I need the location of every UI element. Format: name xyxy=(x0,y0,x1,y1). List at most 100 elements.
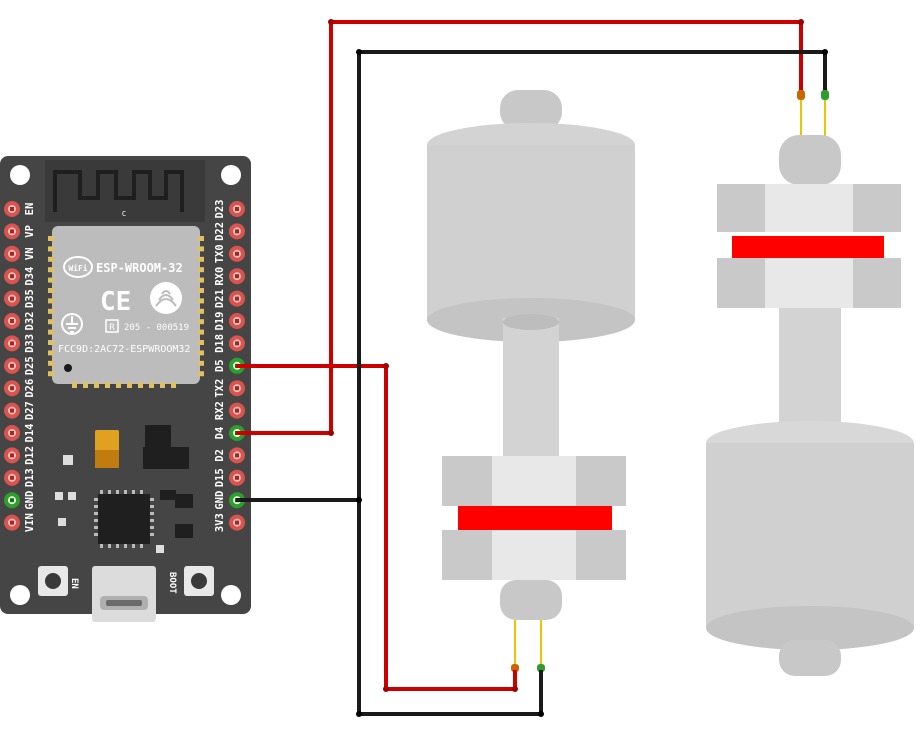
pin-right-1[interactable] xyxy=(229,223,245,240)
pin-label-left-d32: D32 xyxy=(24,312,36,331)
sensor-1-bottom-cap xyxy=(500,580,562,620)
pin-left-7[interactable] xyxy=(4,357,20,374)
pin-label-right-d18: D18 xyxy=(214,334,226,353)
module-pad xyxy=(198,288,204,293)
pin-left-11[interactable] xyxy=(4,447,20,464)
pin-right-5[interactable] xyxy=(229,313,245,329)
module-pad xyxy=(48,329,54,335)
pin-right-11[interactable] xyxy=(229,447,245,464)
sensor-2-float-bottom xyxy=(706,606,914,650)
module-pad xyxy=(48,277,54,283)
pin-left-13[interactable] xyxy=(4,492,20,509)
sensor-1-stem xyxy=(503,318,559,458)
pin-left-10[interactable] xyxy=(4,425,20,441)
pin-label-left-vn: VN xyxy=(24,247,36,260)
pin-left-9[interactable] xyxy=(4,402,20,419)
module-pad xyxy=(48,288,54,293)
wires xyxy=(236,19,829,717)
bluetooth-wifi-symbol xyxy=(150,282,182,314)
wire-joint xyxy=(538,711,544,717)
chip-pin xyxy=(124,544,127,548)
sensor-1-float-body xyxy=(427,145,635,320)
pin-left-12[interactable] xyxy=(4,469,20,486)
cert-box-icon xyxy=(105,319,119,333)
micro-usb-port[interactable] xyxy=(92,566,156,622)
boot-button[interactable] xyxy=(184,566,214,596)
esp32-board: C WiFi ESP-WROOM-32 CE R 205 - 000519 FC… xyxy=(0,156,251,622)
pin-left-3[interactable] xyxy=(4,268,20,285)
module-pad xyxy=(198,256,204,262)
module-castellated-pads xyxy=(48,236,204,388)
sensor-2-stem xyxy=(779,308,841,443)
pin-left-2[interactable] xyxy=(4,245,20,262)
pin-left-4[interactable] xyxy=(4,290,20,307)
module-pad xyxy=(105,382,110,388)
pin-right-4[interactable] xyxy=(229,290,245,307)
cert-prefix: R xyxy=(109,323,115,333)
pin-left-8[interactable] xyxy=(4,380,20,397)
pin-label-right-d15: D15 xyxy=(214,468,226,487)
wire-gnd-to-sensor-2 xyxy=(357,50,827,500)
module-pad xyxy=(138,382,143,388)
module-pad xyxy=(48,319,54,325)
pin-label-left-d27: D27 xyxy=(24,401,36,420)
mounting-hole xyxy=(221,585,241,605)
pin-left-14[interactable] xyxy=(4,514,20,531)
sensor-2-top-cap xyxy=(779,135,841,185)
pcb-antenna-trace xyxy=(53,170,184,212)
chip-pin xyxy=(150,533,154,536)
ce-mark: CE xyxy=(100,287,131,317)
pin-label-right-d19: D19 xyxy=(214,312,226,331)
module-pad xyxy=(198,319,204,325)
smd-component xyxy=(160,490,176,500)
sensor-2-terminal-a xyxy=(797,90,805,100)
chip-pin xyxy=(132,490,135,494)
sensor-2-bottom-cap xyxy=(779,640,841,676)
fcc-id: FCC9D:2AC72-ESPWROOM32 xyxy=(58,344,190,355)
chip-pin xyxy=(108,490,111,494)
pin-label-left-vin: VIN xyxy=(24,513,36,532)
pin-right-0[interactable] xyxy=(229,201,245,217)
pin-label-right-d5: D5 xyxy=(214,359,226,372)
pin-label-right-tx0: TX0 xyxy=(214,244,226,263)
pin1-dot xyxy=(64,364,72,372)
wire-joint xyxy=(356,497,362,503)
pin-label-left-d12: D12 xyxy=(24,446,36,465)
chip-pin xyxy=(132,544,135,548)
chip-pin xyxy=(150,505,154,508)
pin-right-3[interactable] xyxy=(229,268,245,285)
pin-right-14[interactable] xyxy=(229,514,245,531)
pin-label-right-rx2: RX2 xyxy=(214,401,226,420)
sensor-1-top-cap xyxy=(500,90,562,130)
smd-component xyxy=(68,492,76,500)
chip-pin xyxy=(116,490,119,494)
smd-component xyxy=(175,524,193,538)
pin-right-9[interactable] xyxy=(229,402,245,419)
chip-pin xyxy=(150,512,154,515)
mounting-hole xyxy=(10,585,30,605)
svg-text:WiFi: WiFi xyxy=(68,263,87,273)
sensor-2-band xyxy=(732,236,884,258)
pin-label-right-rx0: RX0 xyxy=(214,267,226,286)
pin-left-1[interactable] xyxy=(4,223,20,240)
pin-label-left-d26: D26 xyxy=(24,379,36,398)
chip-pin xyxy=(94,526,98,529)
chip-pin xyxy=(100,490,103,494)
smd-component xyxy=(175,494,193,508)
module-pad xyxy=(48,350,54,356)
module-pad xyxy=(198,267,204,273)
wire-joint xyxy=(328,430,334,436)
pin-right-2[interactable] xyxy=(229,245,245,262)
en-button[interactable] xyxy=(38,566,68,596)
sensor-1-band xyxy=(458,506,612,530)
module-pad xyxy=(198,350,204,356)
pin-left-6[interactable] xyxy=(4,335,20,352)
float-switch-1 xyxy=(427,90,635,672)
pin-right-12[interactable] xyxy=(229,469,245,486)
pin-right-8[interactable] xyxy=(229,380,245,397)
pin-right-6[interactable] xyxy=(229,335,245,352)
module-name: ESP-WROOM-32 xyxy=(96,261,183,275)
pin-left-0[interactable] xyxy=(4,201,20,217)
pin-left-5[interactable] xyxy=(4,313,20,329)
